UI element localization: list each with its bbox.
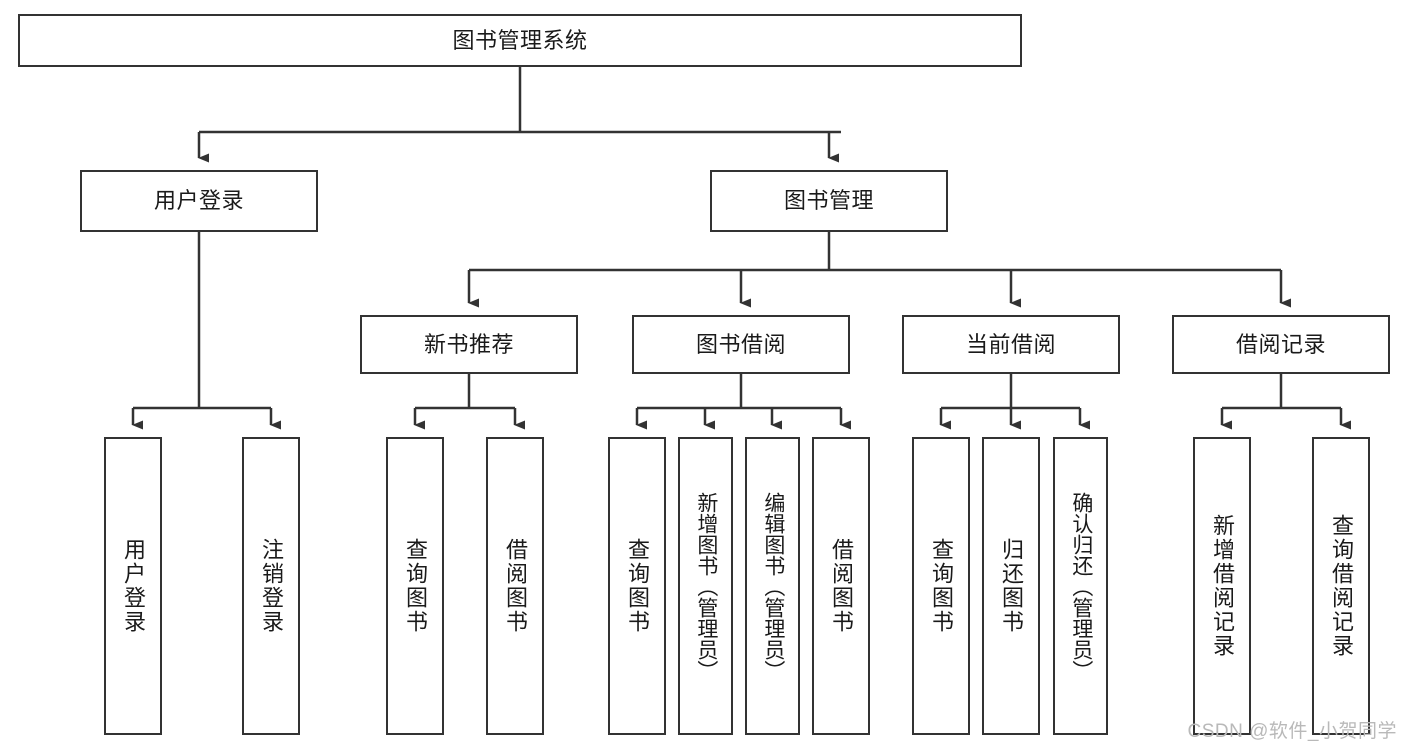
node-leaf-edit-book-admin[interactable]: 编辑图书（管理员）	[745, 437, 800, 735]
node-leaf-query-book-current[interactable]: 查询图书	[912, 437, 970, 735]
node-leaf-borrow-book-borrow[interactable]: 借阅图书	[812, 437, 870, 735]
node-label: 新增图书（管理员）	[694, 491, 718, 681]
node-label: 用户登录	[120, 538, 146, 634]
node-label: 图书管理	[783, 188, 874, 214]
csdn-watermark: CSDN @软件_小贺同学	[1187, 721, 1397, 742]
node-label: 查询图书	[402, 538, 428, 634]
node-leaf-query-borrow-record[interactable]: 查询借阅记录	[1312, 437, 1370, 735]
node-borrow-records[interactable]: 借阅记录	[1172, 315, 1390, 374]
node-leaf-user-login[interactable]: 用户登录	[104, 437, 162, 735]
node-new-book-recommend[interactable]: 新书推荐	[360, 315, 578, 374]
node-leaf-query-book-borrow[interactable]: 查询图书	[608, 437, 666, 735]
node-root-system[interactable]: 图书管理系统	[18, 14, 1022, 67]
node-label: 图书借阅	[695, 331, 786, 357]
node-label: 借阅记录	[1235, 331, 1326, 357]
node-label: 新书推荐	[423, 331, 514, 357]
node-label: 查询借阅记录	[1328, 514, 1354, 658]
node-label: 新增借阅记录	[1209, 514, 1235, 658]
node-leaf-return-book[interactable]: 归还图书	[982, 437, 1040, 735]
node-user-login[interactable]: 用户登录	[80, 170, 318, 232]
node-label: 当前借阅	[965, 331, 1056, 357]
node-leaf-add-book-admin[interactable]: 新增图书（管理员）	[678, 437, 733, 735]
node-label: 确认归还（管理员）	[1069, 491, 1093, 681]
node-book-borrow[interactable]: 图书借阅	[632, 315, 850, 374]
node-leaf-query-book-recommend[interactable]: 查询图书	[386, 437, 444, 735]
node-leaf-confirm-return-admin[interactable]: 确认归还（管理员）	[1053, 437, 1108, 735]
node-leaf-borrow-book-recommend[interactable]: 借阅图书	[486, 437, 544, 735]
node-label: 归还图书	[998, 538, 1024, 634]
node-label: 图书管理系统	[452, 27, 588, 53]
node-label: 借阅图书	[828, 538, 854, 634]
node-label: 借阅图书	[502, 538, 528, 634]
node-leaf-add-borrow-record[interactable]: 新增借阅记录	[1193, 437, 1251, 735]
node-label: 编辑图书（管理员）	[761, 491, 785, 681]
node-label: 查询图书	[624, 538, 650, 634]
node-label: 注销登录	[258, 538, 284, 634]
node-leaf-user-logout[interactable]: 注销登录	[242, 437, 300, 735]
node-current-borrow[interactable]: 当前借阅	[902, 315, 1120, 374]
node-label: 查询图书	[928, 538, 954, 634]
node-label: 用户登录	[153, 188, 244, 214]
node-book-management[interactable]: 图书管理	[710, 170, 948, 232]
